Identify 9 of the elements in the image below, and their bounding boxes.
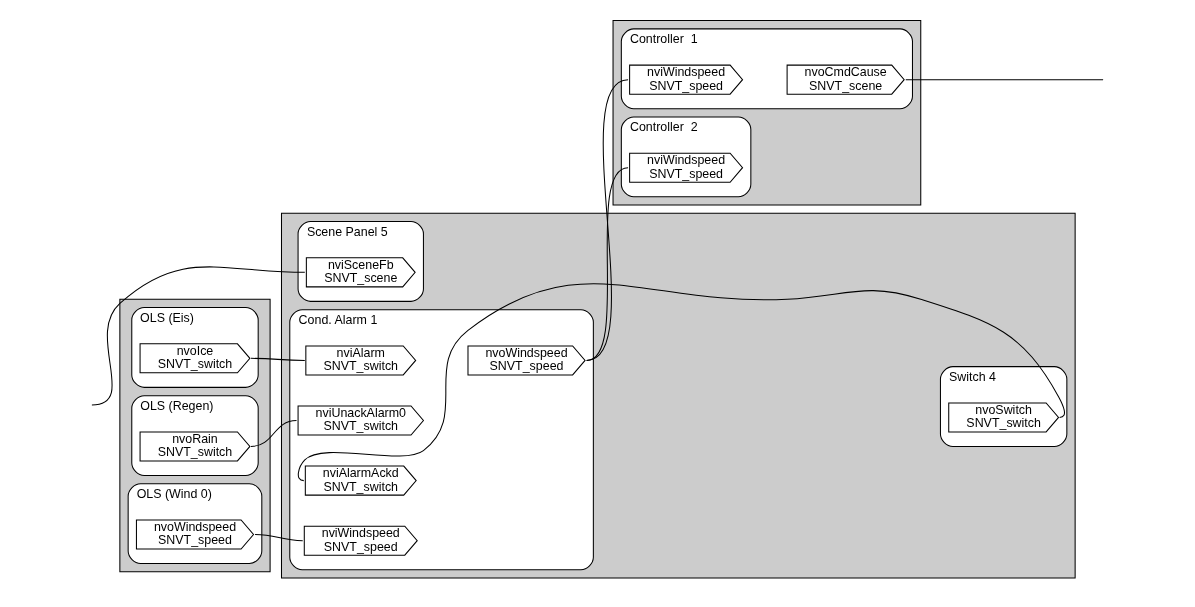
connector [586, 79, 629, 361]
connector [586, 167, 629, 361]
cluster [612, 20, 922, 206]
cluster [280, 212, 1076, 579]
connector [254, 533, 304, 542]
connector [250, 357, 306, 361]
connector [91, 266, 306, 406]
cluster [119, 298, 271, 573]
connector [905, 79, 1104, 81]
